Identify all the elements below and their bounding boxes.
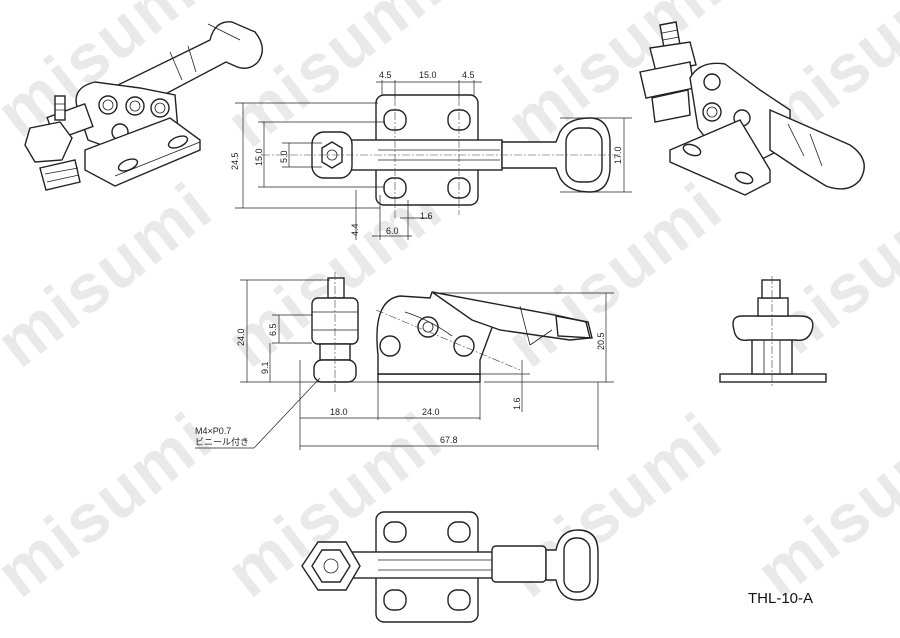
isometric-view-right (639, 21, 865, 196)
isometric-view-left (24, 21, 263, 191)
dim-label: 67.8 (440, 435, 458, 445)
bottom-view (301, 511, 599, 623)
thread-note: M4×P0.7 (195, 426, 231, 436)
watermark-text: misumi (492, 168, 736, 382)
dim-label: 5.0 (279, 150, 289, 163)
dim-label: 1.6 (512, 397, 522, 410)
watermark-text: misumi (0, 168, 226, 382)
dim-label: 6.5 (268, 323, 278, 336)
dim-label: 9.1 (260, 361, 270, 374)
side-view: 24.0 6.5 9.1 20.5 1.6 18.0 24.0 67.8 M4×… (195, 272, 614, 450)
top-view: 4.5 15.0 4.5 24.5 15.0 5.0 17.0 6.0 1.6 … (230, 70, 632, 240)
dim-label: 18.0 (330, 407, 348, 417)
dim-label: 6.0 (386, 226, 399, 236)
dim-label: 17.0 (613, 146, 623, 164)
dim-label: 24.0 (422, 407, 440, 417)
dim-label: 24.5 (230, 152, 240, 170)
dim-label: 15.0 (254, 148, 264, 166)
dim-label: 20.5 (596, 332, 606, 350)
dim-label: 24.0 (236, 328, 246, 346)
dim-label: 1.6 (420, 211, 433, 221)
watermark-text: misumi (0, 398, 226, 612)
dim-label: 15.0 (419, 70, 437, 80)
dim-label: 4.5 (379, 70, 392, 80)
dim-label: 4.4 (350, 223, 360, 236)
dim-label: 4.5 (462, 70, 475, 80)
thread-note: ビニール付き (195, 437, 249, 447)
watermark-text: misumi (742, 398, 900, 612)
model-number: THL-10-A (748, 590, 814, 607)
end-view (719, 276, 827, 386)
